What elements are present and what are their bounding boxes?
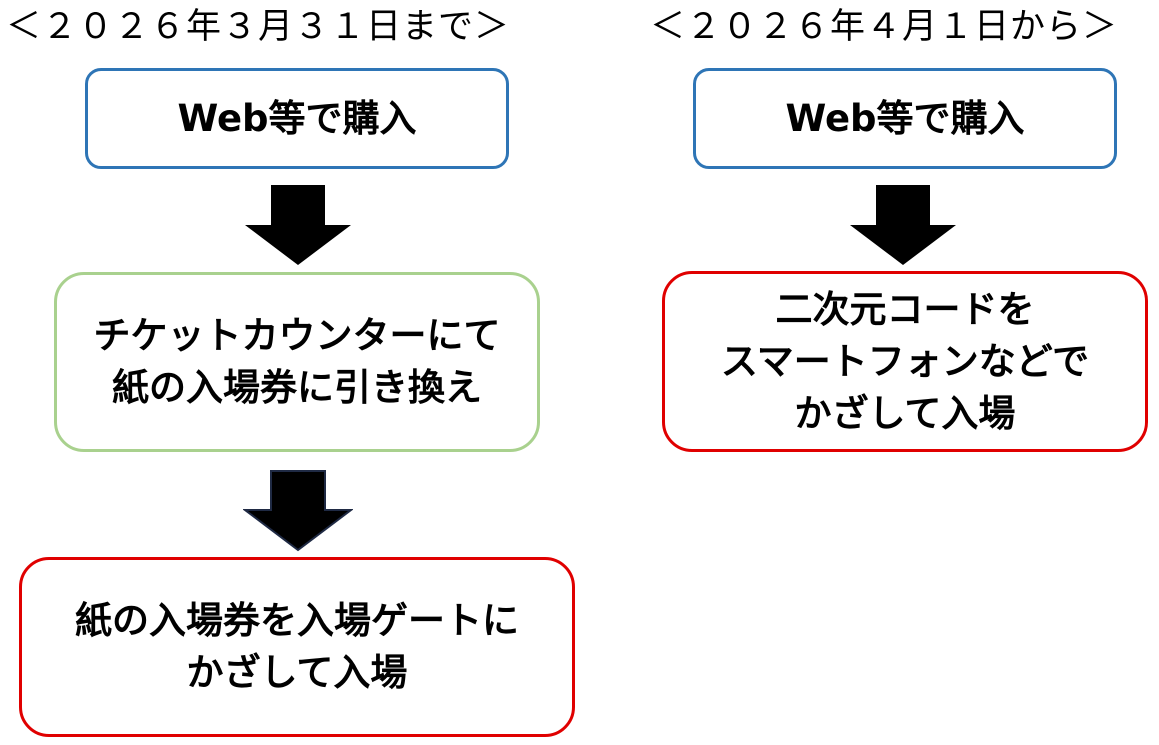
- left-step-web-purchase: Web等で購入: [85, 68, 509, 169]
- left-step-paper-ticket-entry: 紙の入場券を入場ゲートに かざして入場: [19, 557, 575, 737]
- right-step-web-purchase: Web等で購入: [693, 68, 1117, 169]
- down-arrow-icon: [245, 185, 351, 265]
- left-step-ticket-counter: チケットカウンターにて 紙の入場券に引き換え: [54, 272, 540, 452]
- heading-from-april-1: ＜２０２６年４月１日から＞: [650, 7, 1119, 47]
- down-arrow-icon: [850, 185, 956, 265]
- right-step-qr-code-entry: 二次元コードを スマートフォンなどで かざして入場: [662, 271, 1148, 452]
- down-arrow-icon: [243, 470, 353, 552]
- heading-until-march-31: ＜２０２６年３月３１日まで＞: [6, 7, 511, 47]
